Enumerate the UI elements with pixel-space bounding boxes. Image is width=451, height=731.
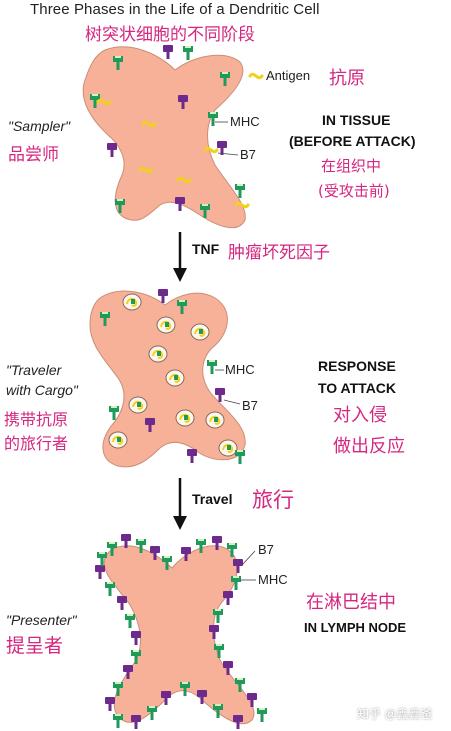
- phase1-b7-label: B7: [240, 147, 256, 162]
- phase2-location-en-1: RESPONSE: [318, 358, 396, 374]
- b7-receptor: [117, 596, 127, 610]
- phase2-location-zh-1: 对入侵: [333, 405, 387, 426]
- antigen-particle: [248, 72, 264, 80]
- b7-receptor: [131, 715, 141, 729]
- cell-presenter: [103, 545, 255, 725]
- phase1-location-en-2: (BEFORE ATTACK): [289, 133, 416, 149]
- b7-receptor: [175, 197, 185, 211]
- phase2-role-en-1: "Traveler: [6, 362, 62, 378]
- arrow1-label-zh: 肿瘤坏死因子: [228, 243, 330, 263]
- antigen-label-zh: 抗原: [329, 68, 365, 89]
- phase3-mhc-label: MHC: [258, 572, 288, 587]
- antigen-vesicle: [122, 293, 142, 311]
- antigen-label-en: Antigen: [266, 68, 311, 83]
- cell-sampler: [82, 46, 246, 229]
- arrow1-label-en: TNF: [192, 241, 220, 257]
- b7-receptor: [131, 631, 141, 645]
- phase3-location-zh: 在淋巴结中: [306, 592, 396, 613]
- watermark: 知乎 @鑫鑫爸: [357, 707, 433, 721]
- antigen-vesicle: [108, 431, 128, 449]
- phase1-location-en-1: IN TISSUE: [322, 112, 391, 128]
- antigen-vesicle: [165, 369, 185, 387]
- b7-receptor: [105, 697, 115, 711]
- mhc-receptor: [105, 582, 115, 596]
- phase2-location-en-2: TO ATTACK: [318, 380, 397, 396]
- antigen-vesicle: [218, 439, 238, 457]
- phase3-location-en: IN LYMPH NODE: [304, 620, 407, 635]
- antigen-vesicle: [205, 411, 225, 429]
- antigen-vesicle: [190, 323, 210, 341]
- b7-receptor: [233, 715, 243, 729]
- phase1-location-zh-2: (受攻击前): [318, 182, 390, 200]
- antigen-vesicle: [175, 409, 195, 427]
- phase2-mhc-label: MHC: [225, 362, 255, 377]
- phase2-location-zh-2: 做出反应: [333, 436, 405, 457]
- label-leader-lines: [215, 121, 256, 581]
- phase3-role-zh: 提呈者: [6, 635, 64, 657]
- mhc-receptor: [125, 614, 135, 628]
- antigen-vesicle: [156, 316, 176, 334]
- phase2-role-zh-2: 的旅行者: [4, 434, 69, 453]
- phase1-mhc-label: MHC: [230, 114, 260, 129]
- phase2-role-zh-1: 携带抗原: [4, 410, 69, 429]
- phase2-role-en-2: with Cargo": [6, 382, 78, 398]
- phase1-location-zh-1: 在组织中: [321, 157, 382, 175]
- b7-receptor: [95, 565, 105, 579]
- phase1-role-zh: 品尝师: [8, 145, 59, 165]
- b7-receptor: [107, 143, 117, 157]
- mhc-receptor: [113, 714, 123, 728]
- b7-receptor: [223, 591, 233, 605]
- arrow2-label-en: Travel: [192, 491, 233, 507]
- arrow2-label-zh: 旅行: [252, 488, 294, 512]
- mhc-receptor: [183, 46, 193, 60]
- title-zh: 树突状细胞的不同阶段: [85, 25, 255, 45]
- b7-receptor: [163, 45, 173, 59]
- b7-receptor: [187, 449, 197, 463]
- antigen-vesicle: [148, 345, 168, 363]
- mhc-receptor: [207, 360, 217, 374]
- arrow-down-2: [173, 478, 187, 530]
- phase2-b7-label: B7: [242, 398, 258, 413]
- phase1-role-en: "Sampler": [8, 118, 71, 134]
- phase3-b7-label: B7: [258, 542, 274, 557]
- arrow-down-1: [173, 232, 187, 282]
- mhc-receptor: [257, 708, 267, 722]
- antigen-vesicle: [128, 396, 148, 414]
- title-en: Three Phases in the Life of a Dendritic …: [30, 1, 320, 18]
- phase3-role-en: "Presenter": [6, 612, 77, 628]
